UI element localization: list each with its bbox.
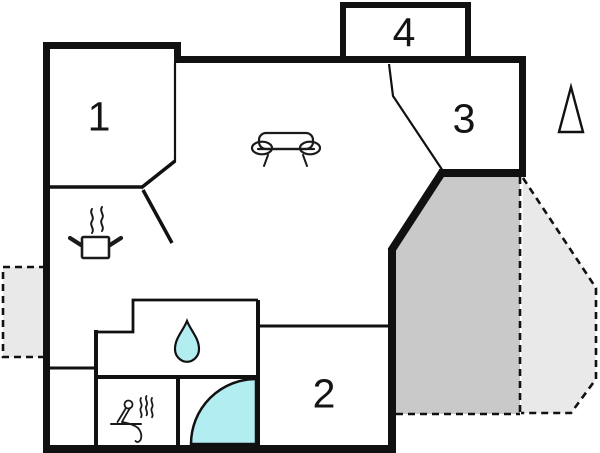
outer-wall-right-lower: [388, 248, 396, 453]
cooking-pot-icon: [67, 206, 124, 260]
sauna-steam-line-2: [144, 395, 149, 417]
room-label-3: 3: [452, 95, 476, 142]
outer-wall-right: [519, 56, 526, 177]
outer-wall-bottom: [43, 445, 396, 453]
terrace-areas: [1, 176, 598, 416]
pot-handles: [67, 235, 124, 248]
sofa-icon: [250, 131, 322, 167]
sofa-legs: [263, 154, 308, 167]
sofa-armrest-right: [298, 140, 322, 156]
room4-wall-right: [465, 2, 471, 62]
person-head: [123, 399, 134, 410]
room4-wall-left: [340, 2, 346, 62]
room-label-4: 4: [392, 9, 416, 56]
shaded-terrace-dashed-border: [396, 177, 522, 416]
sauna-person-icon: [110, 395, 154, 443]
pot-body: [80, 235, 111, 260]
steam-icon: [90, 206, 104, 234]
room3-wall-bottom: [439, 169, 526, 177]
sofa-back: [257, 131, 315, 151]
quarter-circle-shower-icon: [189, 377, 258, 446]
person-back: [121, 407, 131, 423]
outer-wall-top-main: [174, 56, 526, 63]
light-terrace-area: [521, 178, 596, 413]
door-swing-line: [141, 189, 174, 244]
interior-walls: [47, 63, 444, 445]
outer-wall-step: [174, 42, 181, 63]
room-label-1: 1: [87, 93, 111, 140]
person-arm: [116, 407, 127, 423]
sauna-steam-line-1: [139, 397, 143, 419]
room1-wall-diagonal: [139, 159, 177, 190]
bathroom-wall-top: [96, 298, 258, 334]
water-drop-icon: [173, 318, 201, 363]
north-arrow-icon: [557, 82, 585, 134]
sofa-armrest-left: [250, 140, 274, 156]
outer-wall-left: [43, 42, 50, 453]
exterior-walls: [43, 2, 526, 453]
steam-line-1: [90, 208, 94, 234]
sauna-steam: [139, 395, 154, 419]
person-leg: [121, 421, 143, 443]
left-terrace-area: [3, 267, 45, 357]
shaded-terrace-area: [394, 176, 520, 414]
sauna-steam-line-3: [150, 397, 154, 419]
room-label-2: 2: [312, 370, 336, 417]
steam-line-2: [100, 206, 104, 232]
room3-wall-left: [387, 63, 444, 172]
outer-wall-top-room1: [43, 42, 181, 49]
light-terrace-dashed-border: [521, 177, 598, 415]
outer-wall-diagonal: [387, 168, 447, 254]
room4-wall-top: [340, 2, 471, 8]
